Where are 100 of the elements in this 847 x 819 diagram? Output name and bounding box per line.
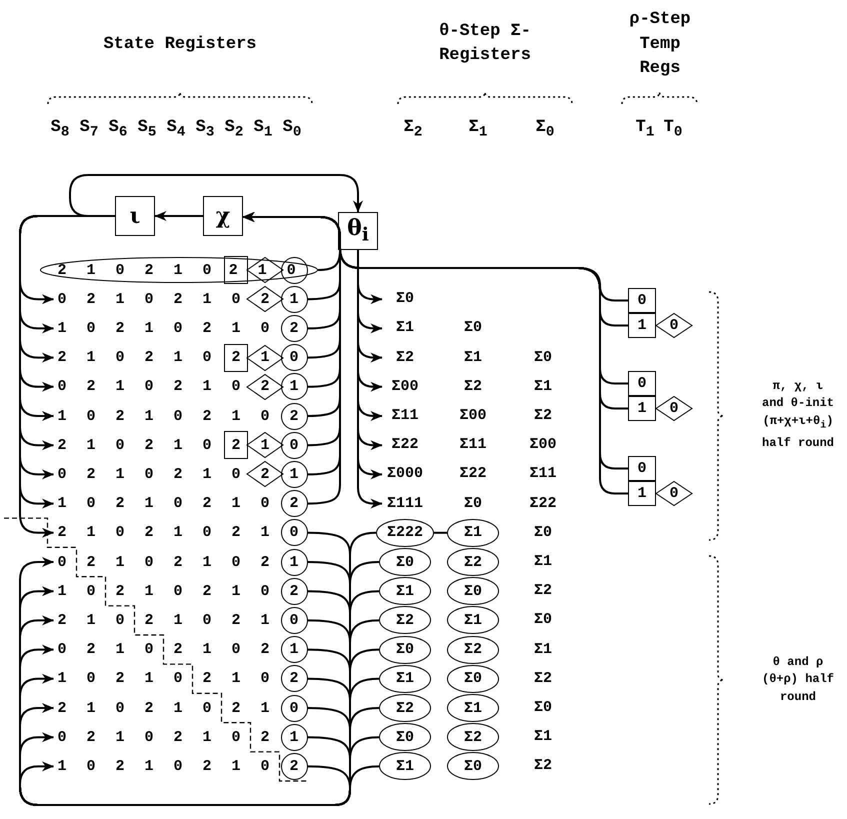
register-label: S$_{8}$ — [50, 116, 70, 142]
temp-register-box: 1 — [628, 396, 656, 421]
sigma-ellipse: Σ0 — [447, 577, 499, 606]
sigma-ellipse: Σ2 — [447, 723, 499, 752]
register-label: S$_{2}$ — [224, 116, 244, 142]
heading: θ-Step Σ-Registers — [438, 20, 532, 68]
digit-circle: 0 — [280, 256, 308, 284]
sigma-label: Σ1 — [532, 640, 553, 660]
digit-row: 0 2 1 0 2 1 0 — [54, 288, 250, 310]
sigma-ellipse: Σ1 — [379, 664, 431, 693]
sigma-ellipse: Σ2 — [447, 636, 499, 664]
temp-register-box: 1 — [628, 481, 656, 506]
connector-line — [349, 765, 380, 790]
operation-box: ι — [115, 196, 155, 236]
digit-diamond: 2 — [247, 286, 283, 312]
digit-circle: 1 — [280, 460, 308, 488]
sigma-ellipse: Σ222 — [376, 518, 434, 547]
sigma-label: Σ1 — [532, 727, 553, 748]
digit-diamond: 0 — [656, 313, 692, 338]
digit-circle: 1 — [280, 636, 308, 664]
sigma-label: Σ0 — [532, 610, 553, 630]
heading: State Registers — [102, 34, 258, 56]
digit-circle: 0 — [280, 694, 308, 722]
sigma-row: Σ111 Σ0 Σ22 — [382, 492, 570, 515]
digit-circle: 0 — [280, 519, 308, 546]
register-label: Σ$_{0}$ — [534, 116, 556, 142]
digit-row: 2 1 0 2 1 0 2 1 — [54, 697, 279, 719]
sigma-ellipse: Σ1 — [379, 752, 431, 780]
temp-register-box: 0 — [628, 288, 656, 313]
digit-row: 1 0 2 1 0 2 1 0 — [54, 668, 279, 690]
digit-box: 2 — [224, 344, 248, 372]
digit-circle: 2 — [280, 490, 308, 518]
digit-diamond: 1 — [247, 257, 283, 283]
sigma-label: Σ2 — [532, 756, 553, 776]
digit-row: 1 0 2 1 0 2 1 0 — [54, 580, 279, 602]
sigma-ellipse: Σ2 — [447, 548, 499, 576]
register-label: S$_{0}$ — [282, 116, 302, 142]
digit-row: 2 1 0 2 1 0 2 1 — [54, 609, 279, 632]
digit-circle: 1 — [280, 286, 308, 313]
sigma-ellipse: Σ1 — [447, 518, 499, 547]
heading: ρ-Step Temp Regs — [628, 9, 692, 80]
connector-line — [434, 532, 447, 534]
digit-row: 1 0 2 1 0 2 1 0 — [54, 492, 279, 515]
sigma-ellipse: Σ0 — [379, 548, 431, 576]
digit-diamond: 2 — [247, 461, 283, 488]
digit-circle: 1 — [280, 373, 308, 400]
sigma-ellipse: Σ0 — [447, 664, 499, 693]
sigma-row: Σ2 Σ1 Σ0 — [382, 346, 570, 369]
digit-row: 0 2 1 0 2 1 0 — [54, 376, 250, 398]
digit-row-ellipse — [40, 257, 318, 283]
operation-box: θ$_{i}$ — [338, 212, 378, 250]
digit-box: 2 — [224, 431, 248, 460]
sigma-ellipse: Σ2 — [379, 606, 431, 634]
digit-circle: 2 — [280, 752, 308, 780]
sigma-label: Σ2 — [532, 581, 553, 602]
digit-row-text: 2 1 0 2 1 0 — [58, 262, 218, 278]
sigma-ellipse: Σ0 — [379, 636, 431, 664]
register-label: Σ$_{2}$ — [402, 116, 424, 142]
digit-row: 2 1 0 2 1 0 — [54, 434, 221, 456]
digit-row: 1 0 2 1 0 2 1 0 — [54, 755, 279, 778]
temp-register-box: 1 — [628, 313, 656, 338]
note: π, χ, ι and θ-init (π+χ+ι+θ$_{i}$) half round — [762, 378, 834, 452]
sigma-row: Σ11 Σ00 Σ2 — [382, 405, 570, 427]
sigma-row: Σ000 Σ22 Σ11 — [382, 463, 570, 486]
digit-box: 2 — [224, 256, 248, 284]
register-label: S$_{5}$ — [136, 116, 158, 142]
digit-circle: 2 — [280, 402, 308, 430]
digit-circle: 0 — [280, 432, 308, 459]
sigma-row: Σ1 Σ0 — [382, 317, 570, 340]
sigma-ellipse: Σ0 — [447, 752, 499, 780]
digit-diamond: 1 — [247, 432, 283, 458]
digit-circle: 2 — [280, 578, 308, 605]
digit-circle: 0 — [280, 606, 308, 634]
register-label: Σ$_{1}$ — [468, 116, 488, 142]
digit-row: 1 0 2 1 0 2 1 0 — [54, 405, 279, 427]
register-label: S$_{1}$ — [252, 116, 274, 142]
digit-circle: 2 — [280, 665, 308, 692]
digit-diamond: 2 — [247, 374, 283, 400]
sigma-row: Σ0 — [382, 288, 570, 310]
digit-row: 0 2 1 0 2 1 0 2 — [54, 638, 279, 661]
digit-circle: 2 — [280, 314, 308, 342]
sigma-ellipse: Σ2 — [379, 694, 431, 722]
sigma-ellipse: Σ1 — [447, 694, 499, 722]
sigma-label: Σ2 — [532, 668, 553, 689]
temp-register-box: 0 — [628, 371, 656, 396]
register-label: T$_{0}$ — [662, 116, 684, 142]
digit-row: 0 2 1 0 2 1 0 — [54, 463, 250, 486]
digit-circle: 1 — [280, 548, 308, 576]
digit-diamond: 1 — [247, 344, 283, 371]
digit-row: 2 1 0 2 1 0 2 1 — [54, 522, 279, 544]
sigma-label: Σ0 — [532, 698, 553, 718]
sigma-ellipse: Σ1 — [447, 606, 499, 634]
register-label: T$_{1}$ — [634, 116, 656, 142]
note: θ and ρ (θ+ρ) half round — [762, 654, 834, 706]
digit-row: 0 2 1 0 2 1 0 2 — [54, 551, 279, 573]
operation-box: χ — [203, 196, 243, 236]
arrow — [154, 211, 203, 221]
arrow — [19, 761, 351, 806]
register-label: S$_{4}$ — [166, 116, 186, 142]
arrow — [69, 174, 363, 217]
